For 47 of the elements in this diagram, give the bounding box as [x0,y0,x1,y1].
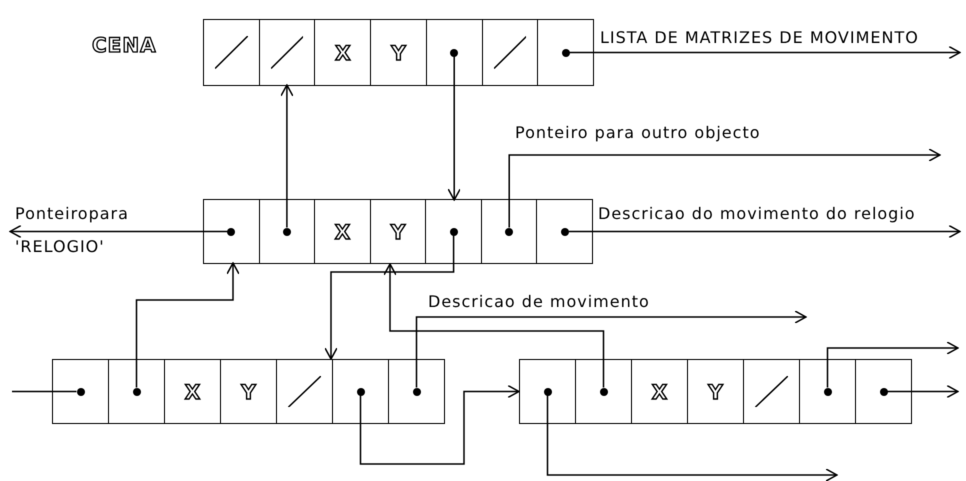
pointer-dot [560,228,569,236]
field-letter: Y [708,382,723,402]
pointer-dot [600,388,608,396]
edge-label: LISTA DE MATRIZES DE MOVIMENTO [600,27,920,49]
pointer-dot [880,388,888,396]
edge-label: Descricao de movimento [428,292,650,312]
edge-label: Descricao do movimento do relogio [598,203,917,225]
pointer-arrow [136,262,240,388]
pointer-arrow [416,310,807,388]
pointer-arrow [280,84,294,228]
record-box [203,199,593,264]
pointer-arrow [360,384,520,465]
record-box [203,19,594,86]
pointer-dot [76,388,84,396]
pointer-arrow [9,224,228,238]
field-letter: X [334,222,350,242]
pointer-arrow [568,224,961,238]
pointer-dot [412,388,420,396]
record-box [52,359,445,424]
pointer-dot [562,48,570,56]
pointer-dot [132,388,140,396]
pointer-arrow [383,263,604,388]
field-letter: X [652,382,668,402]
pointer-arrow [888,384,959,398]
field-letter: X [335,42,350,62]
pointer-dot [282,228,291,236]
pointer-arrow [546,396,838,481]
field-letter: X [184,382,200,402]
edge-label: Ponteiropara 'RELOGIO' [15,203,130,258]
pointer-dot [450,48,458,56]
pointer-arrow [570,46,961,60]
pointer-arrow [826,341,959,388]
pointer-dot [450,228,458,236]
edge-label: Ponteiro para outro objecto [515,123,760,143]
record-label: CENA [92,33,157,57]
pointer-arrow [324,236,454,360]
pointer-arrow [447,56,461,201]
pointer-dot [227,228,236,236]
field-letter: Y [390,222,406,242]
pointer-dot [356,388,364,396]
pointer-dot [824,388,832,396]
pointer-arrow [508,148,941,228]
field-letter: Y [391,42,406,62]
field-letter: Y [241,382,256,402]
record-box [519,359,912,424]
pointer-dot [544,388,552,396]
pointer-dot [505,228,514,236]
